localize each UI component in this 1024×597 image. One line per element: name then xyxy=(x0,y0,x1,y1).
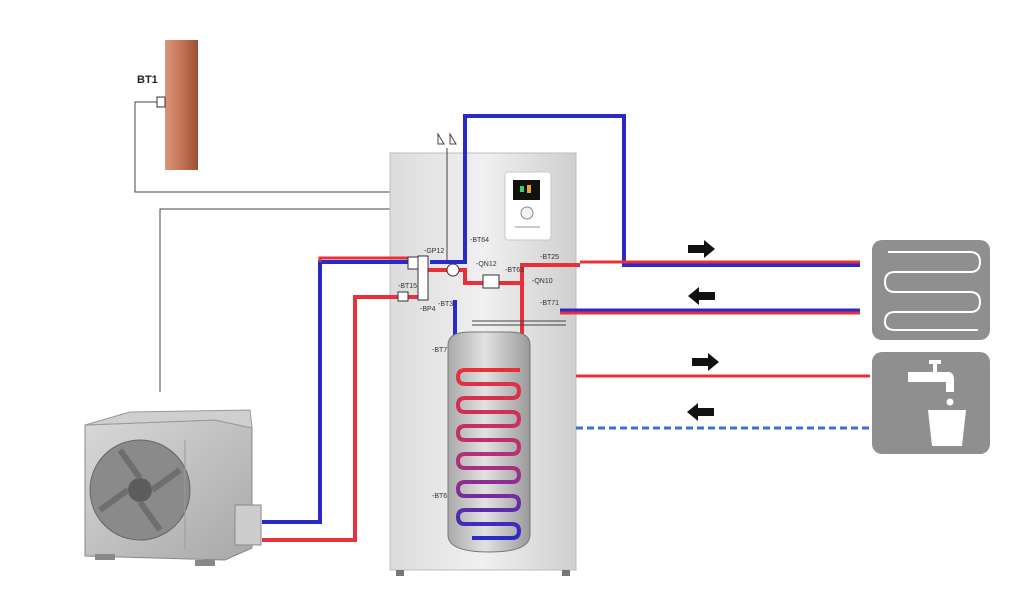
tap-stem xyxy=(933,364,937,372)
outdoor-supply-pipe-red xyxy=(318,256,420,262)
cabinet-foot-right xyxy=(562,570,570,576)
safety-valve-icon xyxy=(437,132,457,145)
display-indicator-2 xyxy=(527,185,531,193)
bp4-component xyxy=(417,255,429,301)
tap-handle xyxy=(929,360,941,364)
bt71-label: -BT71 xyxy=(540,300,559,307)
underfloor-coil-path xyxy=(883,251,982,331)
control-display xyxy=(513,180,540,200)
heating-supply-pipe xyxy=(520,263,580,283)
bt63-label: -BT63 xyxy=(505,267,524,274)
bp4-label: -BP4 xyxy=(420,306,436,313)
qn12-valve xyxy=(446,263,460,277)
outdoor-return-pipe xyxy=(262,295,420,542)
outdoor-unit-foot xyxy=(95,554,115,560)
qn12-label: -QN12 xyxy=(476,261,497,268)
outdoor-unit-wire xyxy=(159,208,390,392)
outdoor-unit-port xyxy=(234,504,262,546)
bt1-wire xyxy=(134,101,390,193)
arrow-right-icon xyxy=(688,240,715,258)
bt64-label: -BT64 xyxy=(470,237,489,244)
bt6-label: -BT6 xyxy=(432,493,447,500)
control-knob xyxy=(520,206,534,220)
tank-heating-coil xyxy=(455,368,522,540)
fan-hub xyxy=(128,478,152,502)
bt3-label: -BT3 xyxy=(438,301,453,308)
gp12-label: -GP12 xyxy=(424,248,444,255)
fan-blades xyxy=(98,448,182,532)
bt1-sensor xyxy=(156,96,166,108)
bt1-label: BT1 xyxy=(137,74,158,86)
cup xyxy=(928,410,966,446)
heating-return-pipe xyxy=(460,114,860,267)
qn10-label: -QN10 xyxy=(532,278,553,285)
bt15-sensor xyxy=(397,291,409,302)
tap-body xyxy=(908,372,954,392)
display-indicator xyxy=(520,186,524,192)
underfloor-heating-icon xyxy=(872,240,990,340)
outdoor-unit-foot-2 xyxy=(195,560,215,566)
water-drop xyxy=(946,398,954,406)
bt15-label: -BT15 xyxy=(398,283,417,290)
cabinet-foot-left xyxy=(396,570,404,576)
arrow-left-icon xyxy=(687,403,714,421)
arrow-right-icon xyxy=(692,353,719,371)
bt7-label: -BT7 xyxy=(432,347,447,354)
outdoor-supply-pipe xyxy=(262,260,420,524)
arrow-left-icon xyxy=(688,287,715,305)
outdoor-wall xyxy=(165,40,198,170)
water-tap-icon xyxy=(872,352,990,454)
bt63-exchanger xyxy=(482,274,500,289)
outdoor-unit-top xyxy=(84,409,253,429)
bt25-label: -BT25 xyxy=(540,254,559,261)
